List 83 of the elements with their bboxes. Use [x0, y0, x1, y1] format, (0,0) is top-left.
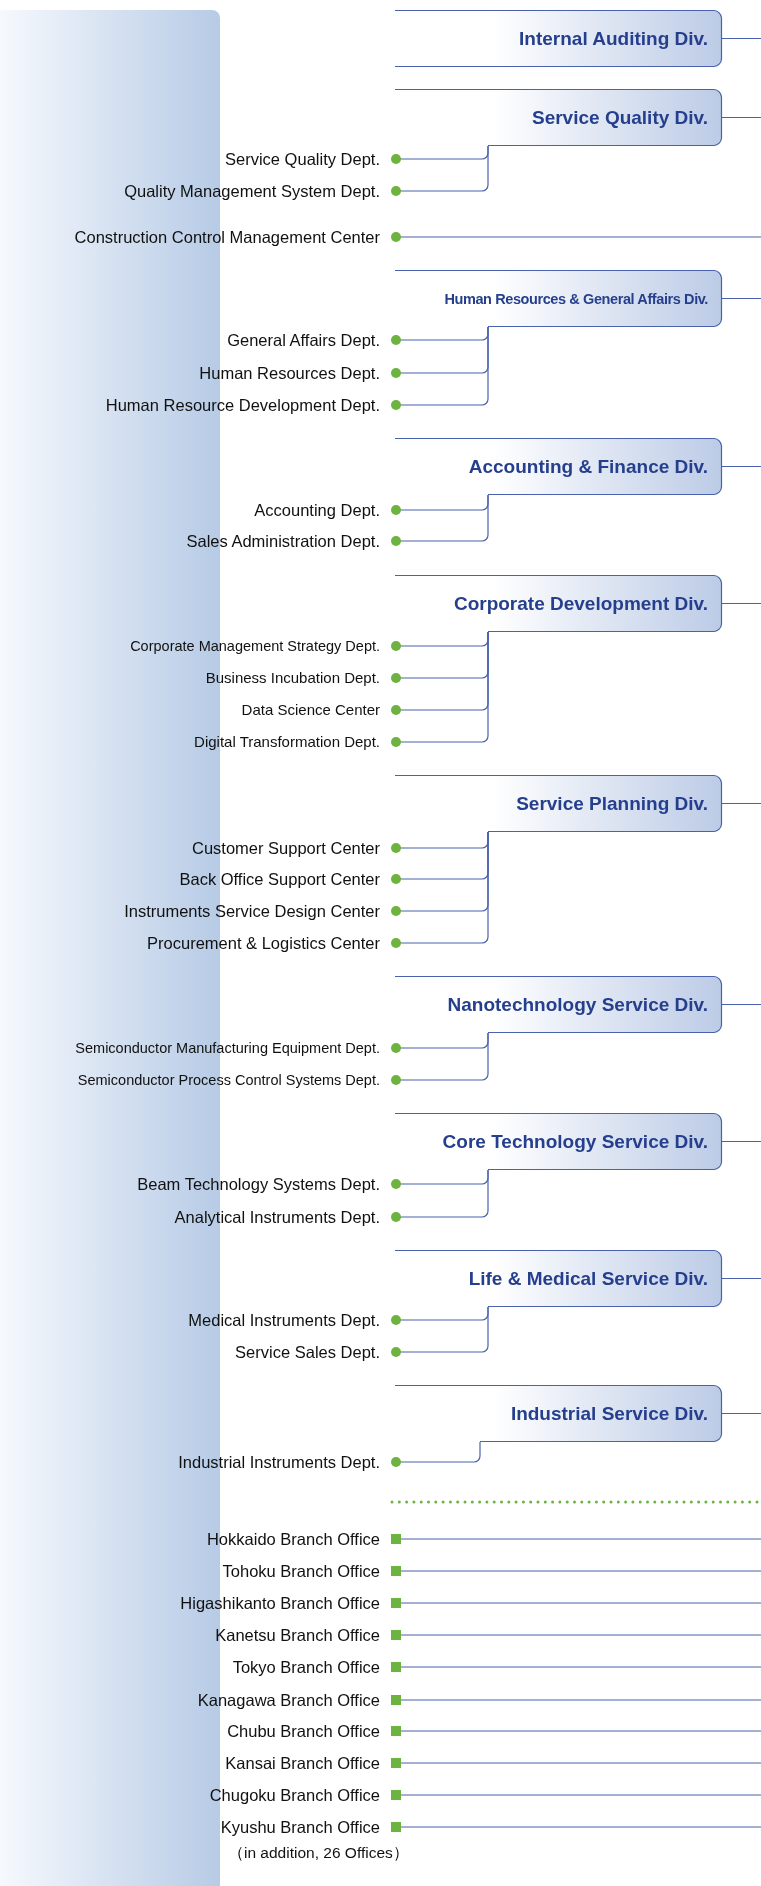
- connector-line: [391, 1630, 761, 1640]
- connector-line: [391, 631, 489, 747]
- department-label: Digital Transformation Dept.: [194, 731, 396, 753]
- connector-line: [391, 232, 761, 242]
- division-name: Service Quality Div.: [532, 106, 708, 129]
- department-label: Data Science Center: [241, 699, 396, 721]
- division-name: Corporate Development Div.: [453, 592, 708, 615]
- connector-line: [721, 1412, 761, 1415]
- branch-office-label: Chugoku Branch Office: [209, 1784, 396, 1806]
- connector-line: [721, 1003, 761, 1006]
- department-label: Instruments Service Design Center: [124, 900, 396, 922]
- department-label: Semiconductor Manufacturing Equipment Dept.: [75, 1037, 396, 1059]
- connector-line: [721, 1277, 761, 1280]
- branch-office-label: Tokyo Branch Office: [232, 1656, 396, 1678]
- division-name: Nanotechnology Service Div.: [447, 993, 708, 1016]
- division-name: Life & Medical Service Div.: [468, 1267, 708, 1290]
- connector-line: [391, 1726, 761, 1736]
- connector-line: [391, 1598, 761, 1608]
- branch-office-label: Kyushu Branch Office: [220, 1816, 396, 1838]
- department-label: Construction Control Management Center: [74, 226, 396, 248]
- division-name: Human Resources & General Affairs Div.: [444, 290, 708, 307]
- connector-line: [721, 37, 761, 40]
- connector-line: [391, 831, 489, 948]
- department-label: General Affairs Dept.: [227, 329, 396, 351]
- connector-line: [391, 1695, 761, 1705]
- division-box: [395, 976, 722, 1033]
- connector-line: [391, 494, 489, 546]
- division-box: [395, 10, 722, 67]
- department-label: Human Resource Development Dept.: [105, 394, 396, 416]
- department-label: Customer Support Center: [192, 837, 396, 859]
- department-label: Accounting Dept.: [254, 499, 396, 521]
- branch-office-label: Chubu Branch Office: [227, 1720, 396, 1742]
- department-label: Semiconductor Process Control Systems Dept.: [77, 1069, 396, 1091]
- connector-line: [391, 1534, 761, 1544]
- connector-line: [721, 465, 761, 468]
- branch-office-label: Kanetsu Branch Office: [215, 1624, 396, 1646]
- branch-office-label: Kansai Branch Office: [225, 1752, 396, 1774]
- division-box: [395, 575, 722, 632]
- department-label: Human Resources Dept.: [199, 362, 396, 384]
- note-text: （in addition, 26 Offices）: [228, 1843, 409, 1863]
- division-box: [395, 438, 722, 495]
- department-label: Corporate Management Strategy Dept.: [130, 635, 396, 657]
- connector-line: [391, 1662, 761, 1672]
- department-label: Service Quality Dept.: [225, 148, 396, 170]
- connector-line: [721, 297, 761, 300]
- branch-office-label: Tohoku Branch Office: [222, 1560, 396, 1582]
- division-box: [395, 1385, 722, 1442]
- connector-line: [391, 1169, 489, 1222]
- division-box: [395, 270, 722, 327]
- connector-line: [391, 326, 489, 410]
- connector-line: [721, 1140, 761, 1143]
- connector-line: [391, 1032, 489, 1085]
- branch-office-label: Hokkaido Branch Office: [206, 1528, 396, 1550]
- division-name: Accounting & Finance Div.: [468, 455, 708, 478]
- connector-line: [721, 602, 761, 605]
- connector-line: [721, 802, 761, 805]
- division-box: [395, 1250, 722, 1307]
- branch-office-label: Kanagawa Branch Office: [197, 1689, 396, 1711]
- connector-line: [391, 1822, 761, 1832]
- department-label: Medical Instruments Dept.: [188, 1309, 396, 1331]
- connector-line: [391, 145, 489, 196]
- division-name: Service Planning Div.: [516, 792, 708, 815]
- connector-line: [391, 1758, 761, 1768]
- department-label: Procurement & Logistics Center: [147, 932, 396, 954]
- division-name: Internal Auditing Div.: [519, 27, 708, 50]
- division-box: [395, 1113, 722, 1170]
- department-label: Analytical Instruments Dept.: [174, 1206, 396, 1228]
- connector-line: [721, 116, 761, 119]
- division-box: [395, 775, 722, 832]
- department-label: Beam Technology Systems Dept.: [137, 1173, 396, 1195]
- division-name: Industrial Service Div.: [510, 1402, 708, 1425]
- division-name: Core Technology Service Div.: [442, 1130, 708, 1153]
- department-label: Back Office Support Center: [179, 868, 396, 890]
- department-label: Service Sales Dept.: [235, 1341, 396, 1363]
- department-label: Industrial Instruments Dept.: [178, 1451, 396, 1473]
- branch-office-label: Higashikanto Branch Office: [180, 1592, 396, 1614]
- connector-line: [391, 1566, 761, 1576]
- connector-line: [391, 1306, 489, 1357]
- division-box: [395, 89, 722, 146]
- department-label: Quality Management System Dept.: [124, 180, 396, 202]
- department-label: Business Incubation Dept.: [205, 667, 396, 689]
- department-label: Sales Administration Dept.: [186, 530, 396, 552]
- connector-line: [391, 1790, 761, 1800]
